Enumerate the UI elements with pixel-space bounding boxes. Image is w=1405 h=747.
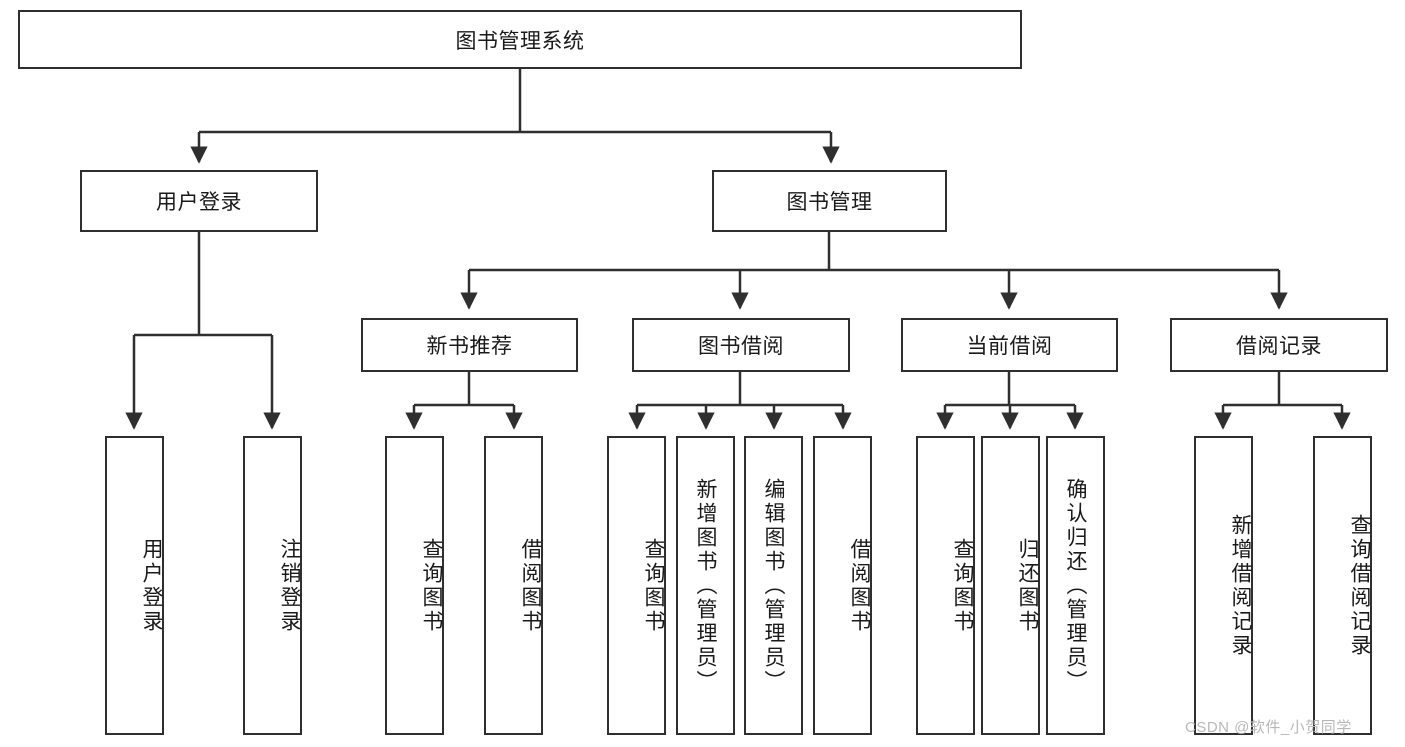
node-root-book-management-system[interactable]: 图书管理系统 bbox=[18, 10, 1022, 69]
leaf-user-login-signin[interactable]: 用户登录 bbox=[105, 436, 164, 735]
leaf-new-book-borrow[interactable]: 借阅图书 bbox=[484, 436, 543, 735]
node-label: 用户登录 bbox=[140, 537, 163, 634]
node-label: 借阅图书 bbox=[519, 537, 542, 634]
leaf-current-query-book[interactable]: 查询图书 bbox=[916, 436, 975, 735]
node-label: 借阅图书 bbox=[848, 537, 871, 634]
node-label: 图书借阅 bbox=[698, 335, 784, 358]
node-label: 当前借阅 bbox=[966, 335, 1053, 358]
node-label: 查询图书 bbox=[951, 537, 974, 634]
node-label: 图书管理 bbox=[786, 191, 873, 214]
leaf-user-login-signout[interactable]: 注销登录 bbox=[243, 436, 302, 735]
node-user-login[interactable]: 用户登录 bbox=[80, 170, 318, 232]
leaf-current-confirm-return-admin[interactable]: 确认归还（管理员） bbox=[1046, 436, 1105, 735]
node-label: 图书管理系统 bbox=[455, 29, 585, 53]
node-label: 查询借阅记录 bbox=[1348, 513, 1371, 658]
node-book-management[interactable]: 图书管理 bbox=[712, 170, 947, 232]
node-label: 注销登录 bbox=[278, 537, 301, 634]
leaf-current-return-book[interactable]: 归还图书 bbox=[981, 436, 1040, 735]
node-label: 新书推荐 bbox=[426, 335, 513, 358]
node-label: 借阅记录 bbox=[1236, 335, 1322, 358]
node-label: 查询图书 bbox=[642, 537, 665, 634]
node-label: 新增借阅记录 bbox=[1229, 513, 1252, 658]
node-new-book-recommend[interactable]: 新书推荐 bbox=[361, 318, 578, 372]
watermark-text: CSDN @软件_小贺同学 bbox=[1185, 719, 1352, 736]
leaf-borrow-borrow-book[interactable]: 借阅图书 bbox=[813, 436, 872, 735]
node-label: 归还图书 bbox=[1016, 537, 1039, 634]
node-current-borrow[interactable]: 当前借阅 bbox=[901, 318, 1118, 372]
node-book-borrow[interactable]: 图书借阅 bbox=[632, 318, 850, 372]
leaf-borrow-edit-book-admin[interactable]: 编辑图书（管理员） bbox=[744, 436, 803, 735]
leaf-record-query-borrow-record[interactable]: 查询借阅记录 bbox=[1313, 436, 1372, 735]
leaf-borrow-query-book[interactable]: 查询图书 bbox=[607, 436, 666, 735]
csdn-watermark: CSDN @软件_小贺同学 bbox=[1185, 716, 1352, 737]
node-label: 新增图书（管理员） bbox=[694, 477, 717, 694]
node-label: 编辑图书（管理员） bbox=[762, 477, 785, 694]
leaf-new-book-query[interactable]: 查询图书 bbox=[385, 436, 444, 735]
node-borrow-record[interactable]: 借阅记录 bbox=[1170, 318, 1388, 372]
node-label: 确认归还（管理员） bbox=[1064, 477, 1087, 694]
node-label: 用户登录 bbox=[156, 191, 242, 214]
leaf-record-add-borrow-record[interactable]: 新增借阅记录 bbox=[1194, 436, 1253, 735]
node-label: 查询图书 bbox=[420, 537, 443, 634]
leaf-borrow-add-book-admin[interactable]: 新增图书（管理员） bbox=[676, 436, 735, 735]
